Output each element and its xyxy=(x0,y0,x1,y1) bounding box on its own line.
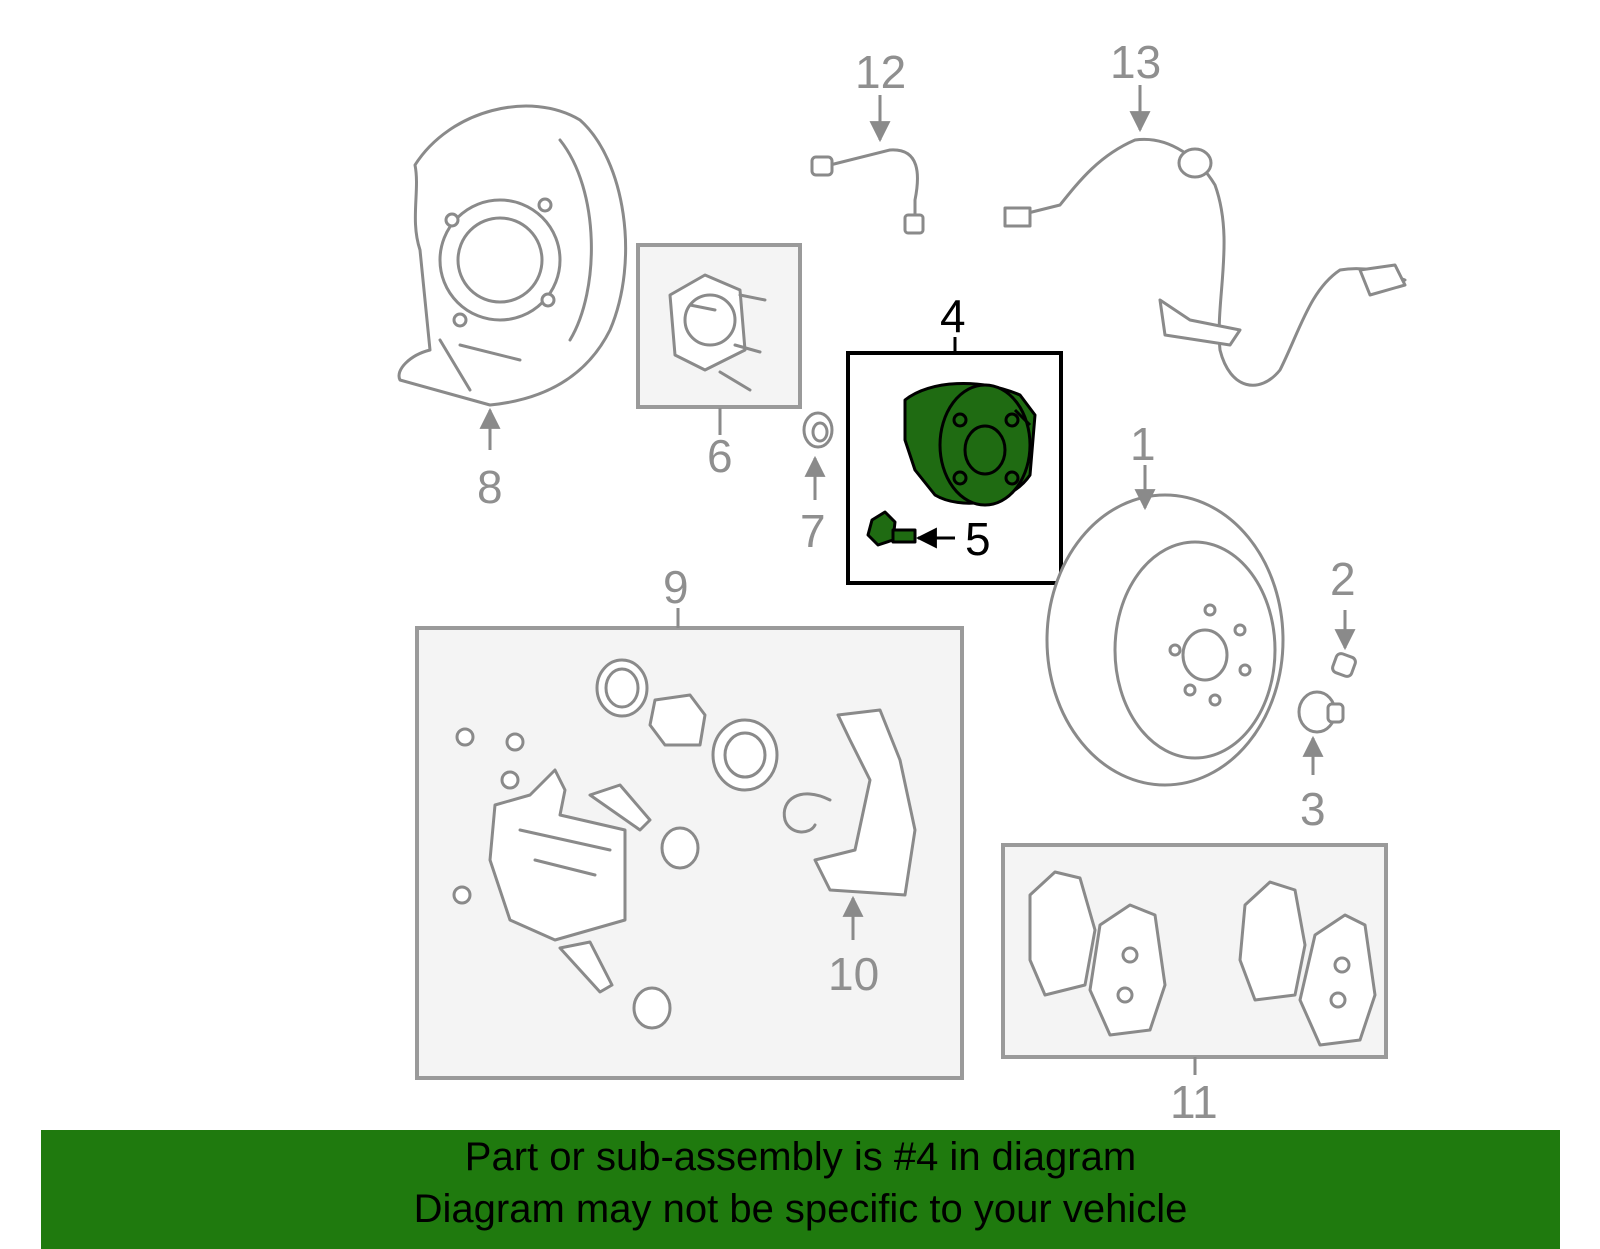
callout-8: 8 xyxy=(477,461,503,513)
callout-1: 1 xyxy=(1130,418,1156,470)
callout-9: 9 xyxy=(663,561,689,613)
callout-13: 13 xyxy=(1110,36,1161,88)
part-1-brake-rotor xyxy=(1045,465,1285,787)
banner-line-1: Part or sub-assembly is #4 in diagram xyxy=(464,1135,1137,1179)
part-8-dust-shield xyxy=(397,104,628,450)
part-4-box xyxy=(846,337,1063,585)
callout-5: 5 xyxy=(965,513,991,565)
part-6-box xyxy=(636,243,802,435)
hub-bolt xyxy=(866,510,955,549)
callout-3: 3 xyxy=(1300,783,1326,835)
banner-line-2: Diagram may not be specific to your vehi… xyxy=(413,1187,1188,1231)
callout-2: 2 xyxy=(1330,553,1356,605)
part-2-cap xyxy=(1331,610,1357,678)
callout-7: 7 xyxy=(800,505,826,557)
callout-4: 4 xyxy=(940,290,966,342)
callout-10: 10 xyxy=(828,948,879,1000)
part-7-nut xyxy=(802,411,834,500)
callout-11: 11 xyxy=(1170,1076,1218,1128)
info-banner: Part or sub-assembly is #4 in diagram Di… xyxy=(41,1130,1560,1249)
part-11-box xyxy=(1001,843,1388,1075)
hub-bearing-assembly xyxy=(903,382,1037,507)
part-3-lug-nut xyxy=(1297,690,1345,775)
callout-12: 12 xyxy=(855,46,906,98)
part-12-brake-hose xyxy=(810,95,925,235)
part-13-abs-sensor xyxy=(1003,85,1407,387)
callout-6: 6 xyxy=(707,430,733,482)
part-9-box xyxy=(415,608,964,1080)
